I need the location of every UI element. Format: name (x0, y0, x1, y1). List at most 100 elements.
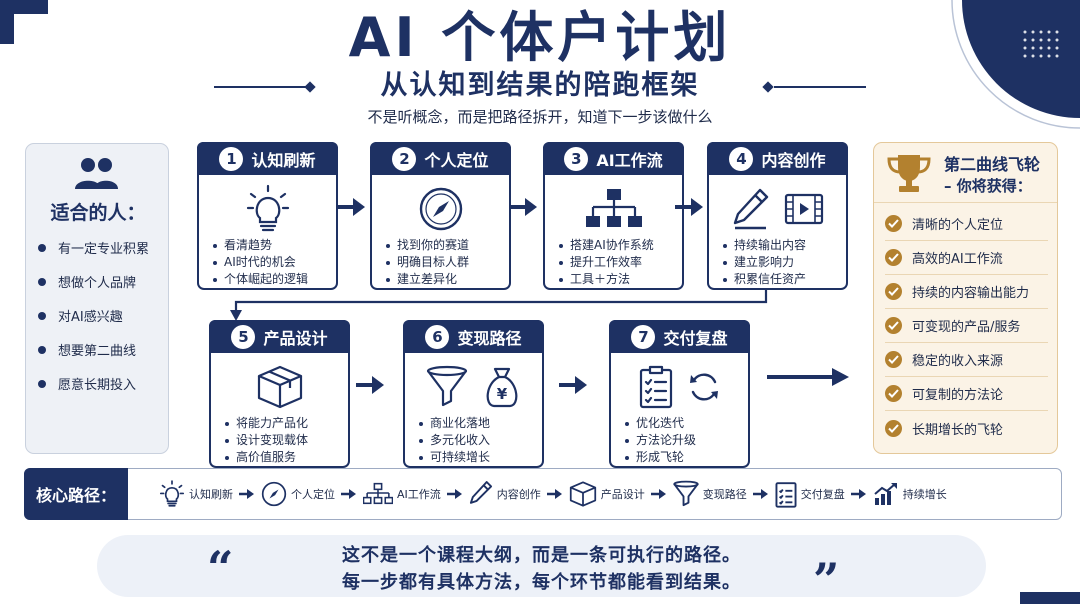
step-number: 6 (425, 324, 450, 349)
step-card-3: 3 AI工作流 搭建AI协作系统 提升工作效率 工具＋方法 (543, 142, 684, 290)
workflow-icon (585, 189, 642, 227)
arrow-right-icon (559, 376, 587, 394)
corner-decoration (0, 0, 48, 44)
growth-chart-icon (874, 483, 897, 505)
step-number: 5 (231, 324, 256, 349)
core-path-item-label: 变现路径 (702, 488, 747, 501)
core-path-item-label: 交付复盘 (800, 488, 845, 501)
step-point: 工具＋方法 (559, 271, 654, 288)
check-icon (885, 385, 902, 402)
audience-item: 有一定专业积累 (38, 238, 149, 257)
check-icon (885, 249, 902, 266)
bullet (38, 345, 46, 354)
arrow-right-icon (767, 368, 849, 386)
check-icon (885, 317, 902, 334)
core-path-item-label: 个人定位 (291, 488, 335, 501)
bullet (38, 311, 46, 320)
money-bag-icon: ¥ (486, 367, 517, 408)
core-path-item: 内容创作 (469, 480, 541, 508)
step-point: 持续输出内容 (723, 237, 806, 254)
core-path-item-label: 产品设计 (600, 488, 645, 501)
benefit-label: 高效的AI工作流 (912, 252, 1003, 267)
trophy-icon (887, 155, 931, 192)
benefit-item: 持续的内容输出能力 (885, 275, 1048, 309)
refresh-icon (689, 373, 718, 401)
audience-item-label: 有一定专业积累 (58, 242, 150, 257)
arrow-right-icon (509, 198, 537, 216)
step-title: AI工作流 (596, 150, 663, 170)
check-icon (885, 419, 902, 437)
step-point: 找到你的赛道 (386, 237, 469, 254)
svg-text:¥: ¥ (496, 385, 507, 403)
core-path-item-label: 持续增长 (902, 488, 947, 501)
core-path-label: 核心路径： (24, 468, 128, 520)
step-title: 内容创作 (761, 150, 826, 170)
compass-icon (419, 187, 462, 231)
pencil-icon (733, 188, 768, 230)
compass-icon (261, 481, 287, 507)
step-number: 4 (729, 146, 754, 171)
core-path-item: 产品设计 (569, 480, 645, 508)
quote-line: 每一步都有具体方法，每个环节都能看到结果。 (342, 572, 741, 593)
lightbulb-icon (159, 480, 185, 507)
arrow-right-icon (341, 489, 356, 499)
funnel-icon (673, 480, 699, 507)
benefit-item: 稳定的收入来源 (885, 343, 1048, 377)
step-title: 交付复盘 (663, 328, 728, 348)
benefit-label: 可变现的产品/服务 (912, 320, 1021, 335)
core-path-item-label: 内容创作 (496, 488, 541, 501)
step-point: 个体崛起的逻辑 (213, 271, 308, 288)
arrow-right-icon (850, 489, 866, 499)
step-point: 可持续增长 (419, 449, 490, 466)
lightbulb-icon (246, 184, 289, 232)
divider (214, 86, 306, 88)
audience-item-label: 想做个人品牌 (58, 276, 137, 291)
audience-title: 适合的人： (50, 202, 146, 224)
arrow-right-icon (650, 489, 666, 499)
people-icon (75, 158, 118, 189)
core-path-item-label: AI工作流 (397, 488, 441, 501)
step-number: 2 (392, 146, 417, 171)
pencil-icon (469, 481, 492, 504)
arrow-right-icon (356, 376, 384, 394)
benefit-item: 清晰的个人定位 (885, 207, 1048, 241)
step-point: 高价值服务 (225, 449, 308, 466)
bullet (38, 379, 46, 388)
check-icon (885, 215, 902, 232)
audience-item: 想做个人品牌 (38, 272, 136, 291)
corner-decoration (1020, 592, 1080, 604)
step-header: 7 交付复盘 (609, 320, 750, 353)
step-card-6: 6 变现路径 ¥ 商业化落地 多元化收入 可持续增长 (403, 320, 544, 468)
bullet (38, 277, 46, 286)
step-point: 看清趋势 (213, 237, 308, 254)
corner-decoration-circle (951, 0, 1080, 129)
arrow-right-icon (239, 489, 254, 499)
step-title: 变现路径 (457, 328, 522, 348)
flywheel-panel: 第二曲线飞轮 – 你将获得： 清晰的个人定位 高效的AI工作流 持续的内容输出能… (873, 142, 1058, 454)
step-point: 将能力产品化 (225, 415, 308, 432)
core-path-item: 持续增长 (873, 482, 947, 506)
benefit-label: 持续的内容输出能力 (912, 286, 1030, 301)
quote-open-icon: “ (207, 541, 234, 595)
step-number: 3 (564, 146, 589, 171)
step-title: 产品设计 (263, 328, 328, 348)
core-path-item-label: 认知刷新 (189, 488, 233, 501)
step-point: AI时代的机会 (213, 254, 308, 271)
step-card-2: 2 个人定位 找到你的赛道 明确目标人群 建立差异化 (370, 142, 511, 290)
step-header: 2 个人定位 (370, 142, 511, 175)
audience-item: 对AI感兴趣 (38, 306, 123, 325)
step-point: 设计变现载体 (225, 432, 308, 449)
check-icon (885, 283, 902, 300)
audience-item-label: 想要第二曲线 (58, 344, 137, 359)
step-point: 提升工作效率 (559, 254, 654, 271)
benefit-item: 可变现的产品/服务 (885, 309, 1048, 343)
core-path-bar: 核心路径： 认知刷新 个人定位 AI工作流 内容创作 产品设计 变现路径 (24, 468, 1062, 520)
step-number: 7 (631, 324, 656, 349)
core-path-item: 交付复盘 (775, 480, 845, 508)
step-point: 方法论升级 (625, 432, 696, 449)
flywheel-header: 第二曲线飞轮 – 你将获得： (874, 143, 1057, 203)
step-point: 建立差异化 (386, 271, 469, 288)
page-title: AI 个体户计划 (348, 6, 732, 69)
box-icon (257, 365, 302, 409)
flywheel-subtitle: – 你将获得： (944, 177, 1032, 195)
